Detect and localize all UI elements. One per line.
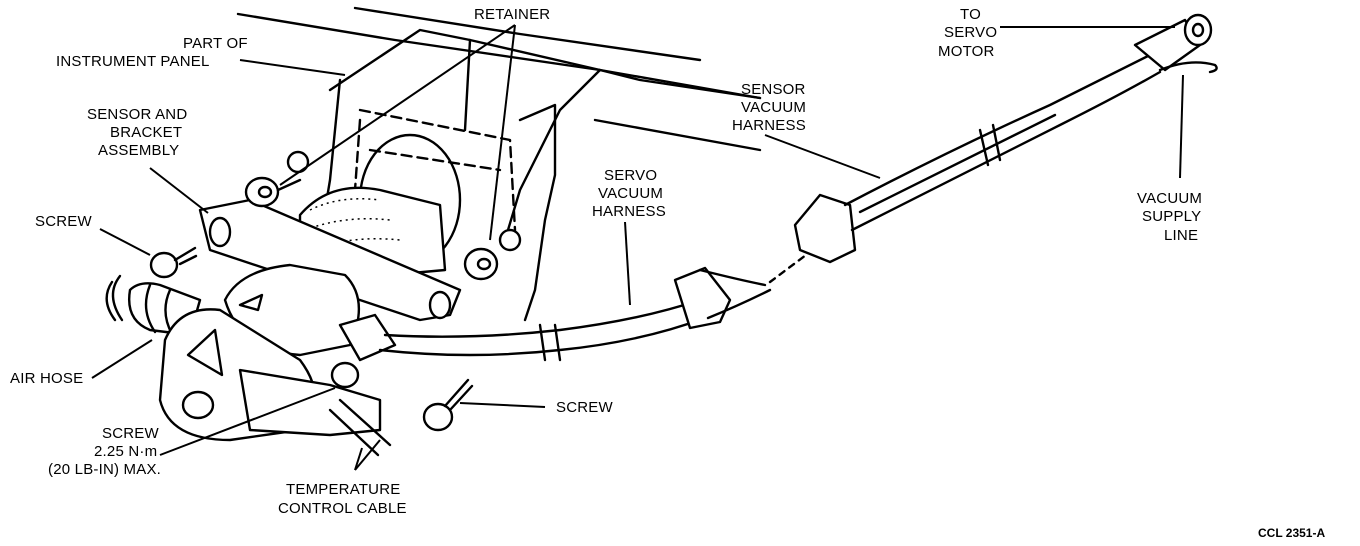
figure-code: CCL 2351-A bbox=[1258, 526, 1325, 540]
screw-bottom-text: SCREW bbox=[556, 399, 613, 416]
screw-left-part bbox=[149, 246, 198, 279]
retainers bbox=[244, 150, 522, 281]
screw-torque-line-3: (20 LB-IN) MAX. bbox=[48, 461, 161, 478]
sensor-bracket-line-2: BRACKET bbox=[110, 124, 182, 141]
instrument-panel bbox=[236, 6, 762, 322]
temp-cable-line-2: CONTROL CABLE bbox=[278, 500, 407, 517]
sensor-assembly bbox=[105, 186, 462, 457]
label-screw-torque: SCREW 2.25 N·m (20 LB-IN) MAX. bbox=[48, 425, 161, 478]
part-panel-line-1: PART OF bbox=[183, 35, 248, 52]
screw-bottom-part bbox=[422, 378, 474, 432]
air-hose-text: AIR HOSE bbox=[10, 370, 83, 387]
part-panel-line-2: INSTRUMENT PANEL bbox=[56, 53, 210, 70]
label-vacuum-supply-line: VACUUM SUPPLY LINE bbox=[1137, 190, 1202, 244]
sensor-harness-line-1: SENSOR bbox=[741, 81, 806, 98]
label-air-hose: AIR HOSE bbox=[10, 370, 83, 387]
label-temperature-control-cable: TEMPERATURE CONTROL CABLE bbox=[278, 481, 407, 517]
servo-harness-line-3: HARNESS bbox=[592, 203, 666, 220]
servo-harness-line-2: VACUUM bbox=[598, 185, 663, 202]
servo-harness-line-1: SERVO bbox=[604, 167, 657, 184]
label-retainer: RETAINER bbox=[474, 6, 550, 23]
label-sensor-and-bracket: SENSOR AND BRACKET ASSEMBLY bbox=[87, 106, 187, 159]
leader-lines bbox=[91, 24, 1184, 471]
label-screw-bottom: SCREW bbox=[556, 399, 613, 416]
screw-left-text: SCREW bbox=[35, 213, 92, 230]
label-to-servo-motor: TO SERVO MOTOR bbox=[938, 6, 997, 60]
to-servo-line-3: MOTOR bbox=[938, 43, 995, 60]
sensor-harness-line-3: HARNESS bbox=[732, 117, 806, 134]
sensor-harness-line-2: VACUUM bbox=[741, 99, 806, 116]
vacuum-supply-line-3: LINE bbox=[1164, 227, 1198, 244]
sensor-vacuum-harness bbox=[793, 13, 1218, 264]
sensor-bracket-line-1: SENSOR AND bbox=[87, 106, 187, 123]
vacuum-supply-line-2: SUPPLY bbox=[1142, 208, 1201, 225]
servo-vacuum-harness bbox=[378, 250, 812, 362]
label-part-of-instrument-panel: PART OF INSTRUMENT PANEL bbox=[56, 35, 248, 70]
temp-cable-line-1: TEMPERATURE bbox=[286, 481, 400, 498]
retainer-text: RETAINER bbox=[474, 6, 550, 23]
label-sensor-vacuum-harness: SENSOR VACUUM HARNESS bbox=[732, 81, 806, 134]
to-servo-line-2: SERVO bbox=[944, 24, 997, 41]
sensor-bracket-line-3: ASSEMBLY bbox=[98, 142, 179, 159]
vacuum-supply-line-1: VACUUM bbox=[1137, 190, 1202, 207]
to-servo-line-1: TO bbox=[960, 6, 981, 23]
label-servo-vacuum-harness: SERVO VACUUM HARNESS bbox=[592, 167, 666, 220]
label-screw-left: SCREW bbox=[35, 213, 92, 230]
screw-torque-line-1: SCREW bbox=[102, 425, 159, 442]
screw-torque-line-2: 2.25 N·m bbox=[94, 443, 157, 460]
